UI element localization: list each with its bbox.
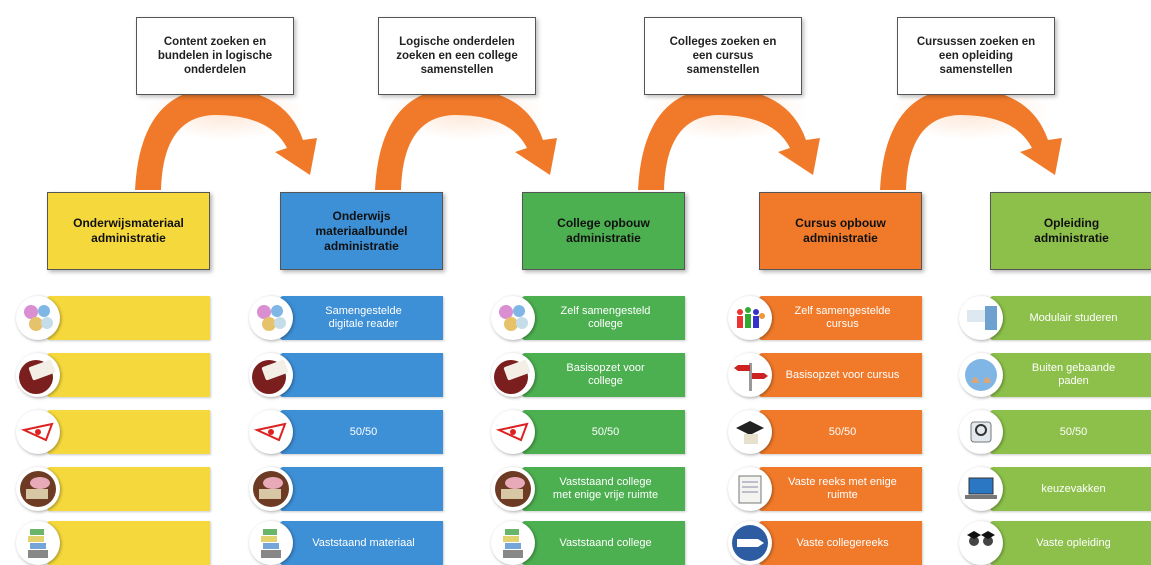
scale-icon	[249, 410, 293, 454]
header-opleiding: Opleiding administratie	[990, 192, 1151, 270]
list-item: Vaststaand college met enige vrije ruimt…	[485, 467, 725, 511]
list-item: Buiten gebaande paden	[953, 353, 1151, 397]
list-item: Basisopzet voor college	[485, 353, 725, 397]
item-label: Vaste opleiding	[990, 521, 1151, 565]
item-label	[47, 521, 210, 565]
item-label: 50/50	[990, 410, 1151, 454]
item-label: Modulair studeren	[990, 296, 1151, 340]
list-item: Basisopzet voor cursus	[722, 353, 962, 397]
laptop-icon	[959, 467, 1003, 511]
collage-icon	[491, 296, 535, 340]
list-item	[10, 410, 250, 454]
item-label	[47, 353, 210, 397]
people-icon	[728, 296, 772, 340]
scale-device-icon	[959, 410, 1003, 454]
notebook-icon	[728, 467, 772, 511]
scale-icon	[16, 410, 60, 454]
list-item: Vaststaand college	[485, 521, 725, 565]
list-item: Zelf samengestelde cursus	[722, 296, 962, 340]
list-item: keuzevakken	[953, 467, 1151, 511]
item-label: Zelf samengestelde cursus	[759, 296, 922, 340]
curved-arrow-1	[135, 88, 317, 190]
item-label: 50/50	[759, 410, 922, 454]
header-materiaalbundel: Onderwijs materiaalbundel administratie	[280, 192, 443, 270]
list-item: Modulair studeren	[953, 296, 1151, 340]
list-item	[10, 467, 250, 511]
item-label: Vaststaand college	[522, 521, 685, 565]
list-item: Vaste opleiding	[953, 521, 1151, 565]
list-item: Samengestelde digitale reader	[243, 296, 483, 340]
item-label	[47, 410, 210, 454]
item-label: Zelf samengesteld college	[522, 296, 685, 340]
list-item	[10, 521, 250, 565]
graduation-icon	[728, 410, 772, 454]
curved-arrow-2	[375, 88, 557, 190]
callout-2: Logische onderdelen zoeken en een colleg…	[378, 17, 536, 95]
book-icon	[16, 353, 60, 397]
list-item	[10, 353, 250, 397]
callout-4: Cursussen zoeken en een opleiding samens…	[897, 17, 1055, 95]
list-item: Zelf samengesteld college	[485, 296, 725, 340]
item-label: Vaste reeks met enige ruimte	[759, 467, 922, 511]
callout-1: Content zoeken en bundelen in logische o…	[136, 17, 294, 95]
list-item: 50/50	[953, 410, 1151, 454]
graduates-icon	[959, 521, 1003, 565]
collage-icon	[16, 296, 60, 340]
item-label: Samengestelde digitale reader	[280, 296, 443, 340]
list-item: Vaste reeks met enige ruimte	[722, 467, 962, 511]
stack-icon	[491, 521, 535, 565]
laptop-study-icon	[959, 296, 1003, 340]
stack-icon	[16, 521, 60, 565]
item-label: Vaststaand materiaal	[280, 521, 443, 565]
list-item: Vaste collegereeks	[722, 521, 962, 565]
item-label	[47, 467, 210, 511]
item-label: Buiten gebaande paden	[990, 353, 1151, 397]
curved-arrow-4	[880, 88, 1062, 190]
list-item: 50/50	[485, 410, 725, 454]
scale-icon	[491, 410, 535, 454]
item-label: 50/50	[280, 410, 443, 454]
item-label: 50/50	[522, 410, 685, 454]
curved-arrow-3	[638, 88, 820, 190]
list-item: 50/50	[722, 410, 962, 454]
callout-3: Colleges zoeken en een cursus samenstell…	[644, 17, 802, 95]
item-label: Vaststaand college met enige vrije ruimt…	[522, 467, 685, 511]
item-label: Basisopzet voor college	[522, 353, 685, 397]
item-label: Basisopzet voor cursus	[759, 353, 922, 397]
item-label: keuzevakken	[990, 467, 1151, 511]
list-item	[243, 467, 483, 511]
list-item	[10, 296, 250, 340]
collage-icon	[249, 296, 293, 340]
arrow-sign-icon	[728, 521, 772, 565]
stack-icon	[249, 521, 293, 565]
item-label	[280, 467, 443, 511]
desk-icon	[16, 467, 60, 511]
desk-icon	[249, 467, 293, 511]
item-label: Vaste collegereeks	[759, 521, 922, 565]
book-icon	[249, 353, 293, 397]
item-label	[47, 296, 210, 340]
header-college: College opbouw administratie	[522, 192, 685, 270]
header-onderwijsmateriaal: Onderwijsmateriaal administratie	[47, 192, 210, 270]
desk-icon	[491, 467, 535, 511]
list-item: Vaststaand materiaal	[243, 521, 483, 565]
item-label	[280, 353, 443, 397]
hands-icon	[959, 353, 1003, 397]
header-cursus: Cursus opbouw administratie	[759, 192, 922, 270]
list-item	[243, 353, 483, 397]
signpost-icon	[728, 353, 772, 397]
list-item: 50/50	[243, 410, 483, 454]
book-icon	[491, 353, 535, 397]
